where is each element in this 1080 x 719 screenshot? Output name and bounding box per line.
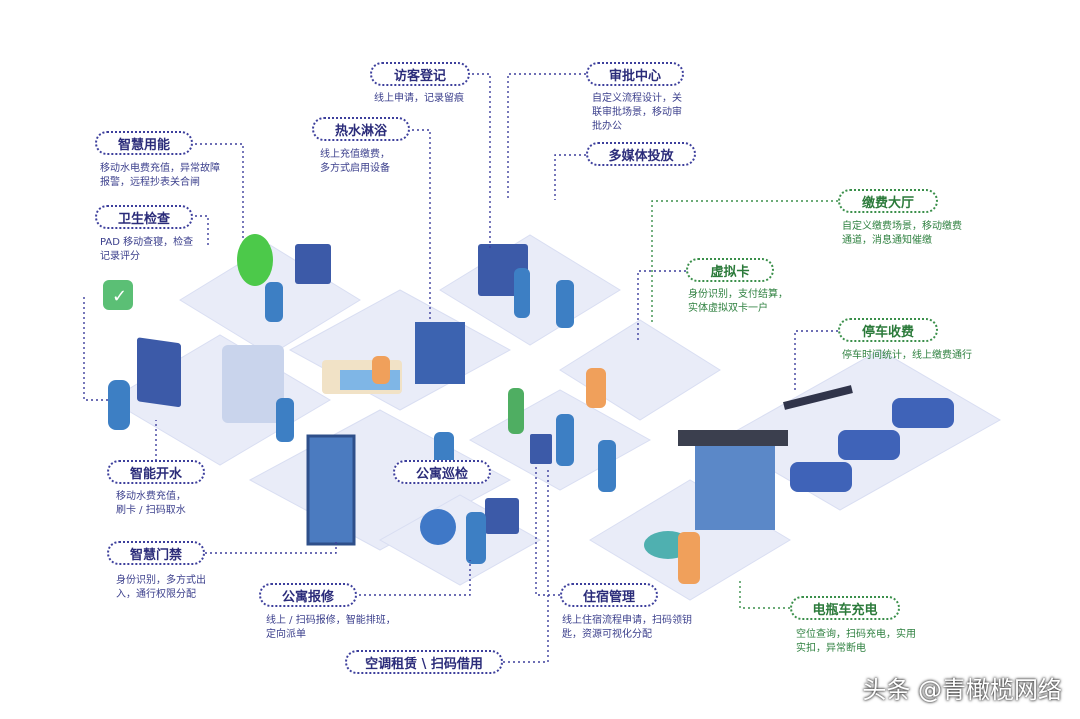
smart-energy-desc: 移动水电费充值，异常故障 报警，远程抄表关合闸 xyxy=(100,163,220,188)
parking-fee-desc: 停车时间统计，线上缴费通行 xyxy=(842,350,972,361)
smart-access-desc: 身份识别，多方式出 入，通行权限分配 xyxy=(116,575,206,600)
smart-water-label: 智能开水 xyxy=(107,460,205,484)
smart-water-desc: 移动水费充值， 刷卡 / 扫码取水 xyxy=(116,491,186,516)
accommodation-desc: 线上住宿流程申请，扫码领钥 匙，资源可视化分配 xyxy=(562,615,692,640)
virtual-card-desc: 身份识别，支付结算， 实体虚拟双卡一户 xyxy=(688,289,788,314)
ac-rental-label: 空调租赁 \ 扫码借用 xyxy=(345,650,503,674)
apartment-patrol-label: 公寓巡检 xyxy=(393,460,491,484)
multimedia-label: 多媒体投放 xyxy=(586,142,696,166)
apartment-repair-desc: 线上 / 扫码报修，智能排班， 定向派单 xyxy=(266,615,396,640)
watermark: 头条 @青橄榄网络 xyxy=(862,676,1062,704)
hygiene-check-desc: PAD 移动查寝，检查 记录评分 xyxy=(100,237,194,262)
accommodation-label: 住宿管理 xyxy=(560,583,658,607)
visitor-registration-label: 访客登记 xyxy=(370,62,470,86)
hot-shower-label: 热水淋浴 xyxy=(312,117,410,141)
hot-shower-desc: 线上充值缴费， 多方式启用设备 xyxy=(320,149,390,174)
approval-center-label: 审批中心 xyxy=(586,62,684,86)
apartment-repair-label: 公寓报修 xyxy=(259,583,357,607)
virtual-card-label: 虚拟卡 xyxy=(686,258,774,282)
visitor-registration-desc: 线上申请，记录留痕 xyxy=(374,93,464,104)
smart-access-label: 智慧门禁 xyxy=(107,541,205,565)
payment-hall-desc: 自定义缴费场景，移动缴费 通道，消息通知催缴 xyxy=(842,221,962,246)
payment-hall-label: 缴费大厅 xyxy=(838,189,938,213)
parking-fee-label: 停车收费 xyxy=(838,318,938,342)
smart-energy-label: 智慧用能 xyxy=(95,131,193,155)
approval-center-desc: 自定义流程设计，关 联审批场景，移动审 批办公 xyxy=(592,93,682,132)
ebike-charging-desc: 空位查询，扫码充电，实用 实扣，异常断电 xyxy=(796,629,916,654)
hygiene-check-label: 卫生检查 xyxy=(95,205,193,229)
svg-text:✓: ✓ xyxy=(112,286,127,307)
ebike-charging-label: 电瓶车充电 xyxy=(790,596,900,620)
